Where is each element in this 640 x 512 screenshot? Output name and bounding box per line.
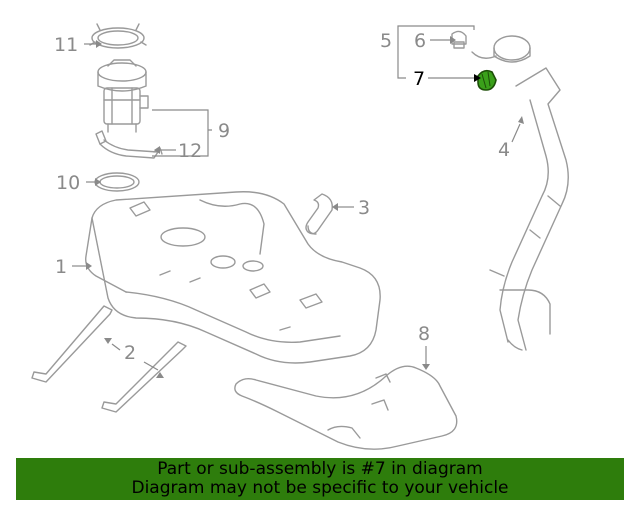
parts-diagram: 11 9 12 10 1 2 3 8 5 6 7 4	[31, 23, 569, 450]
callout-1: 1	[55, 256, 67, 278]
leader-lines	[72, 25, 521, 371]
callout-8: 8	[418, 323, 430, 345]
callout-7: 7	[413, 68, 425, 90]
info-banner: Part or sub-assembly is #7 in diagram Di…	[16, 458, 624, 500]
banner-line-2: Diagram may not be specific to your vehi…	[131, 478, 509, 498]
part-1-fuel-tank[interactable]	[85, 191, 381, 364]
part-9-fuel-pump-module[interactable]	[97, 59, 149, 133]
callout-3: 3	[358, 197, 370, 219]
part-4-filler-tube[interactable]	[489, 67, 569, 351]
part-7-highlighted[interactable]	[477, 69, 497, 91]
part-2-tank-straps[interactable]	[31, 305, 187, 413]
part-12-sender-unit[interactable]	[95, 130, 163, 159]
part-5-fuel-cap[interactable]	[471, 35, 531, 63]
callout-12: 12	[178, 140, 202, 162]
part-6-clip[interactable]	[451, 30, 467, 49]
callout-5: 5	[380, 30, 392, 52]
callout-10: 10	[56, 172, 80, 194]
part-3-hose[interactable]	[305, 193, 333, 235]
callout-4: 4	[498, 139, 510, 161]
part-8-heat-shield[interactable]	[234, 365, 458, 450]
arrowheads	[86, 36, 524, 378]
callout-6: 6	[414, 30, 426, 52]
callout-9: 9	[218, 120, 230, 142]
part-11-lock-ring[interactable]	[89, 23, 147, 49]
part-10-gasket[interactable]	[94, 172, 140, 192]
banner-line-1: Part or sub-assembly is #7 in diagram	[157, 459, 483, 479]
callout-11: 11	[54, 34, 78, 56]
callout-2: 2	[124, 342, 136, 364]
